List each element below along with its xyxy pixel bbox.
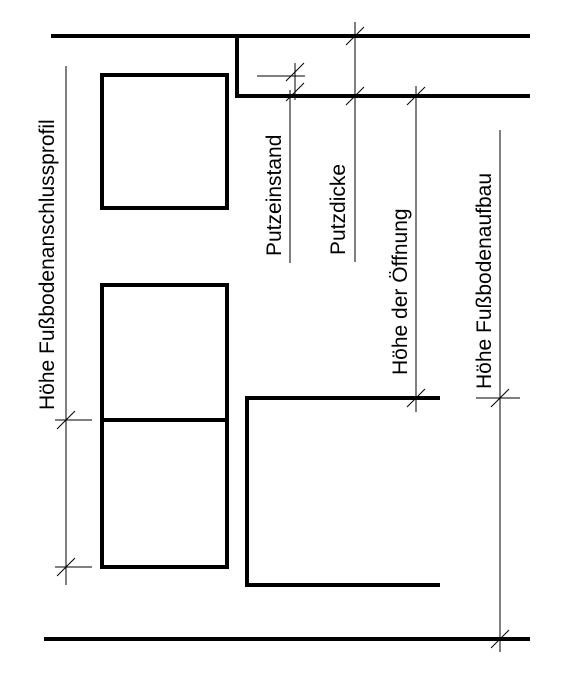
label-hoehe-fussbodenaufbau: Höhe Fußbodenaufbau: [473, 173, 496, 389]
upper-profile-box: [100, 73, 229, 210]
label-hoehe-fussbodenanschlussprofil: Höhe Fußbodenanschlussprofil: [36, 119, 59, 410]
plaster-recess-outline: [235, 34, 530, 98]
dimension-hoehe-fussbodenaufbau: [476, 130, 520, 652]
label-putzdicke: Putzdicke: [327, 164, 350, 255]
dimension-putzeinstand: [257, 62, 305, 263]
dimension-putzdicke: [345, 22, 365, 262]
dimension-hoehe-der-oeffnung: [406, 86, 426, 412]
label-putzeinstand: Putzeinstand: [263, 135, 286, 256]
lower-profile-box: [100, 283, 229, 569]
dimension-fussbodenanschlussprofil: [55, 66, 92, 585]
label-hoehe-der-oeffnung: Höhe der Öffnung: [389, 208, 412, 375]
ceiling-structure: [51, 34, 530, 98]
opening-bracket: [245, 396, 440, 587]
